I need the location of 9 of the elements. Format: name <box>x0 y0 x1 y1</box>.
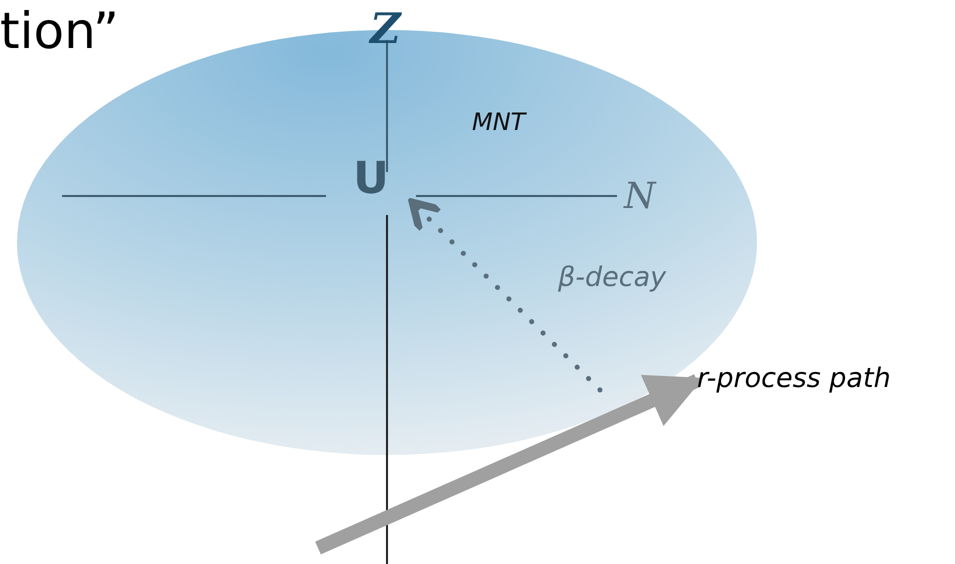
path-label: r-process path <box>697 362 891 394</box>
heading-fragment: tion” <box>0 2 119 60</box>
dotted-arrow <box>408 198 602 392</box>
region-label: MNT <box>472 108 526 136</box>
axis-label: N <box>624 176 656 217</box>
nucleus-symbol: U <box>353 153 389 204</box>
arrow <box>315 374 704 554</box>
axis-label: Z <box>370 4 401 53</box>
edge-label: β-decay <box>558 262 666 293</box>
